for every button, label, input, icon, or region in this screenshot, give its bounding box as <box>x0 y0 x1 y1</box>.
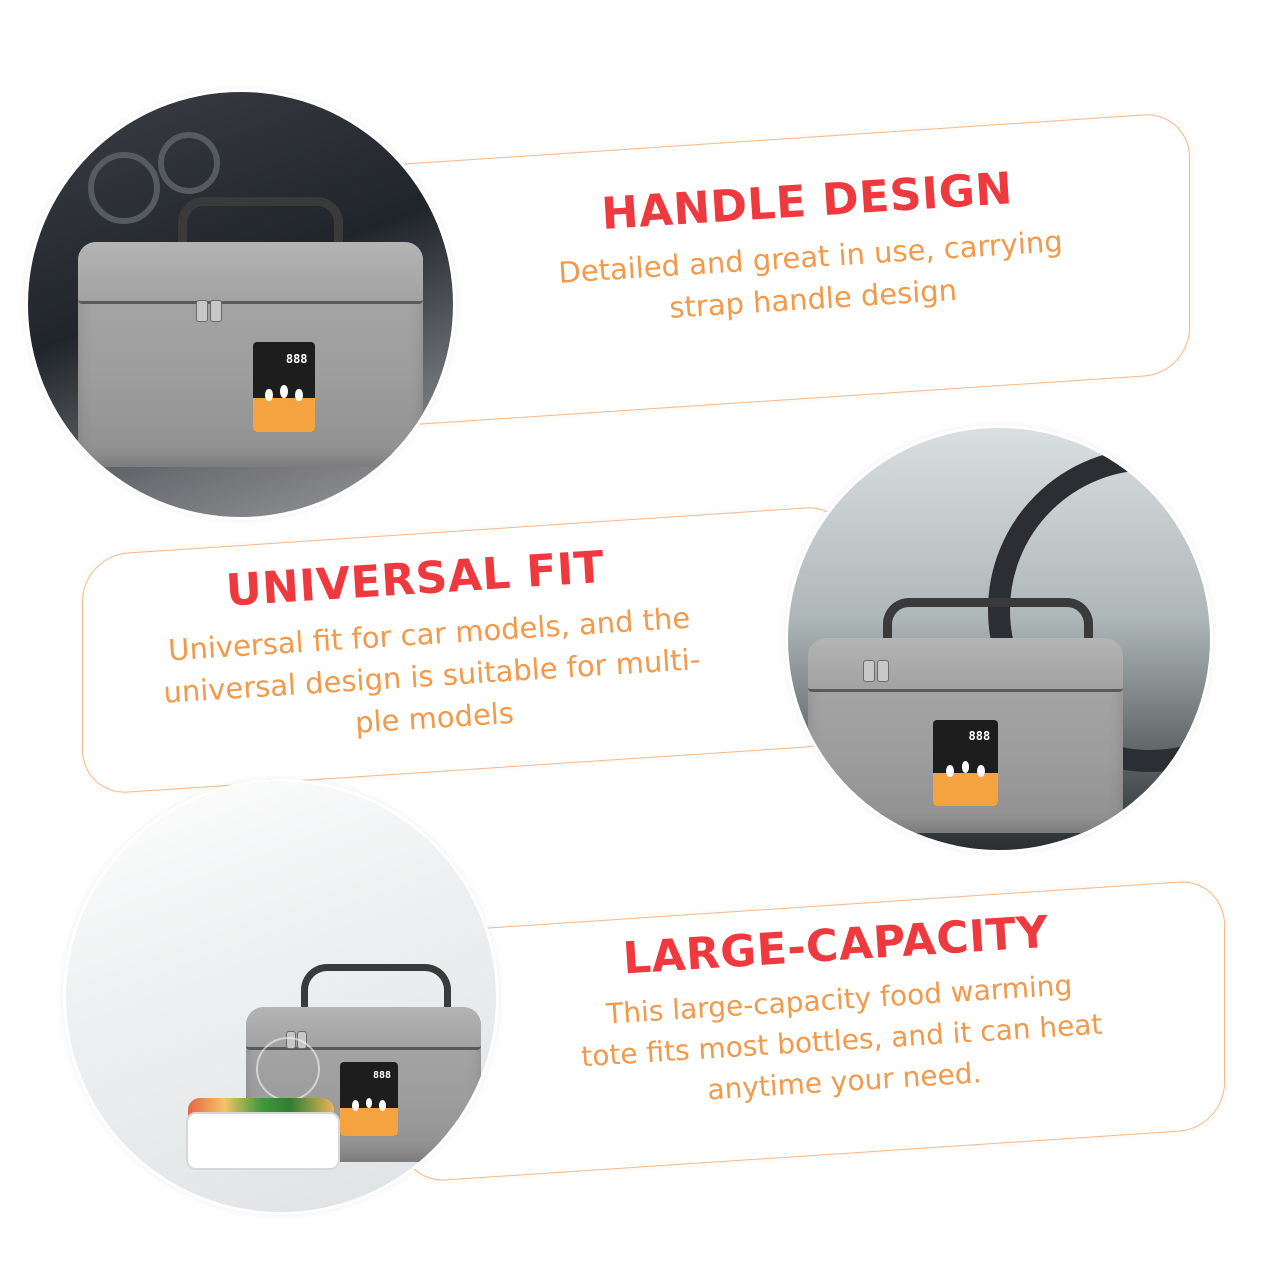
panel-orange-area <box>933 773 998 806</box>
control-panel: 888 <box>253 342 315 432</box>
panel-orange-area <box>340 1107 398 1136</box>
panel-button-icon <box>379 1100 387 1111</box>
bag-handle <box>301 964 451 1014</box>
panel-button-icon <box>365 1097 373 1108</box>
panel-button-icon <box>351 1100 359 1111</box>
bag-lid <box>78 242 423 304</box>
bag-handle <box>883 598 1093 658</box>
product-photo-car-seat: 888 <box>28 92 453 517</box>
panel-orange-area <box>253 397 315 432</box>
panel-button-icon <box>265 388 273 402</box>
panel-button-icon <box>280 385 288 398</box>
feature-description-line: ple models <box>354 696 515 741</box>
zipper-pull-icon <box>210 300 222 322</box>
zipper-pull-icon <box>196 300 208 322</box>
dashboard-gauge-icon <box>88 152 160 224</box>
panel-button-icon <box>295 388 303 402</box>
control-panel: 888 <box>933 720 998 806</box>
insulated-bag: 888 <box>78 242 423 467</box>
product-photo-lunch-box: 888 <box>66 782 496 1212</box>
panel-button-icon <box>977 764 985 777</box>
zipper-pull-icon <box>863 660 875 682</box>
dashboard-gauge-icon <box>158 132 220 194</box>
insulated-bag: 888 <box>808 638 1123 833</box>
product-photo-steering-wheel: 888 <box>788 428 1210 850</box>
panel-display: 888 <box>285 351 308 366</box>
panel-button-icon <box>961 761 970 774</box>
control-panel: 888 <box>340 1062 398 1136</box>
panel-button-icon <box>946 764 954 777</box>
steam-icon <box>256 1037 320 1101</box>
bag-handle <box>178 197 343 257</box>
panel-display: 888 <box>968 729 991 744</box>
lunch-box <box>186 1112 340 1170</box>
zipper-pull-icon <box>877 660 889 682</box>
panel-display: 888 <box>372 1069 392 1081</box>
bag-lid <box>808 638 1123 692</box>
